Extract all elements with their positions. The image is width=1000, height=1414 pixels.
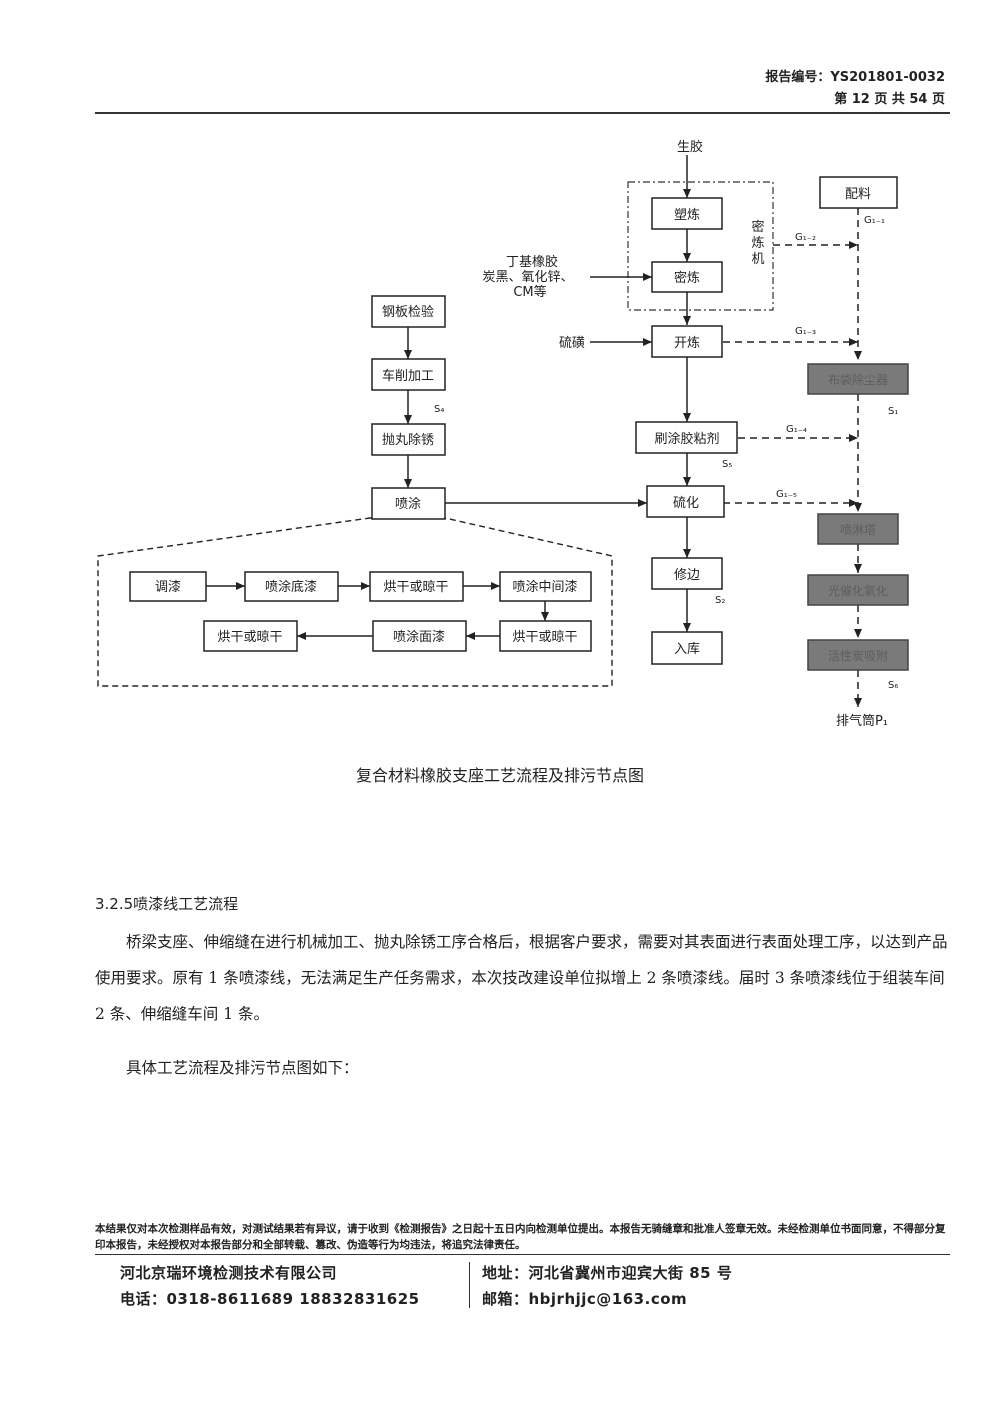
spray-tower-box (817, 513, 899, 545)
vulcanize-box (646, 485, 725, 518)
body-paragraph-2: 具体工艺流程及排污节点图如下： (126, 1059, 359, 1077)
spray-label: 喷涂 (395, 496, 421, 512)
warehouse-box (651, 631, 723, 665)
dry2-label: 烘干或晾干 (512, 629, 577, 645)
internal-mixer-char-1: 密 (751, 219, 764, 235)
report-number: 报告编号：YS201801-0032 (765, 70, 945, 85)
g13-label: G₁₋₃ (795, 326, 816, 337)
openmill-label: 开炼 (674, 336, 700, 351)
blast-box (371, 423, 446, 456)
batching-label: 配料 (845, 187, 871, 202)
s2-label: S₂ (715, 595, 725, 606)
photo-oxidation-label: 光催化氧化 (828, 584, 888, 598)
mixing-label: 密炼 (674, 270, 700, 286)
dry3-box (203, 620, 298, 652)
dry3-label: 烘干或晾干 (217, 629, 282, 645)
s6-label: S₆ (888, 680, 898, 691)
vulcanize-label: 硫化 (673, 496, 699, 511)
dry1-label: 烘干或晾干 (383, 579, 448, 595)
additives-line-1: 丁基橡胶 (506, 254, 558, 270)
g15-label: G₁₋₅ (776, 489, 797, 500)
company-address: 地址：河北省冀州市迎宾大街 85 号 (482, 1264, 733, 1282)
s5-label: S₅ (722, 459, 732, 470)
footer-notice: 本结果仅对本次检测样品有效，对测试结果若有异议，请于收到《检测报告》之日起十五日… (95, 1223, 946, 1251)
sulfur-label: 硫磺 (559, 336, 585, 351)
inspect-box (371, 295, 446, 328)
batching-box (819, 176, 898, 209)
trim-label: 修边 (674, 568, 700, 583)
mixing-box (651, 261, 723, 293)
company-email: 邮箱：hbjrhjjc@163.com (482, 1290, 688, 1308)
bag-filter-box (807, 363, 909, 395)
footer-rule (95, 1254, 950, 1255)
internal-mixer-char-2: 炼 (751, 236, 764, 251)
spray-tower-label: 喷淋塔 (840, 523, 876, 537)
page-info: 第 12 页 共 54 页 (834, 92, 945, 107)
glue-label: 刷涂胶粘剂 (654, 431, 719, 447)
company-name: 河北京瑞环境检测技术有限公司 (120, 1264, 338, 1282)
painting-detail-enclosure (97, 517, 613, 687)
footer-divider (469, 1262, 470, 1308)
plasticize-box (651, 197, 723, 230)
internal-mixer-char-3: 机 (751, 252, 764, 267)
primer-box (244, 571, 339, 602)
s4-label: S₄ (434, 404, 444, 415)
topcoat-label: 喷涂面漆 (393, 629, 445, 645)
turning-label: 车削加工 (382, 368, 434, 384)
midcoat-label: 喷涂中间漆 (512, 579, 577, 595)
g11-label: G₁₋₁ (864, 215, 885, 226)
topcoat-box (372, 620, 467, 652)
plasticize-label: 塑炼 (674, 208, 700, 223)
additives-line-3: CM等 (513, 284, 546, 300)
header-rule (95, 112, 950, 114)
warehouse-label: 入库 (674, 641, 700, 657)
dry1-box (369, 571, 464, 602)
figure-caption: 复合材料橡胶支座工艺流程及排污节点图 (355, 766, 644, 785)
raw-rubber-label: 生胶 (677, 139, 703, 155)
internal-mixer-enclosure (627, 181, 774, 311)
midcoat-box (499, 571, 592, 602)
additives-line-2: 炭黑、氧化锌、 (482, 270, 573, 285)
mixpaint-label: 调漆 (155, 579, 181, 595)
activated-carbon-box (807, 639, 909, 671)
body-paragraph-1: 桥梁支座、伸缩缝在进行机械加工、抛丸除锈工序合格后，根据客户要求，需要对其表面进… (95, 933, 948, 1023)
dry2-box (499, 620, 592, 652)
blast-label: 抛丸除锈 (382, 433, 434, 448)
turning-box (371, 358, 446, 391)
openmill-box (651, 325, 723, 358)
trim-box (651, 557, 723, 590)
glue-box (635, 421, 738, 454)
g12-label: G₁₋₂ (795, 232, 816, 243)
primer-label: 喷涂底漆 (265, 579, 317, 595)
inspect-label: 钢板检验 (382, 304, 434, 320)
g14-label: G₁₋₄ (786, 424, 807, 435)
photo-oxidation-box (807, 574, 909, 606)
exhaust-label: 排气筒P₁ (836, 713, 888, 729)
phone-numbers: 电话：0318-8611689 18832831625 (120, 1290, 420, 1308)
bag-filter-label: 布袋除尘器 (828, 372, 888, 387)
mixpaint-box (129, 571, 207, 602)
activated-carbon-label: 活性炭吸附 (828, 649, 888, 663)
s1-label: S₁ (888, 406, 898, 417)
section-heading: 3.2.5喷漆线工艺流程 (95, 895, 239, 913)
spray-box (371, 487, 446, 520)
process-flow-diagram: 生胶 塑炼 密炼 开炼 刷涂胶粘剂 硫化 修边 入库 配料 钢板检验 车削加工 … (97, 139, 909, 729)
